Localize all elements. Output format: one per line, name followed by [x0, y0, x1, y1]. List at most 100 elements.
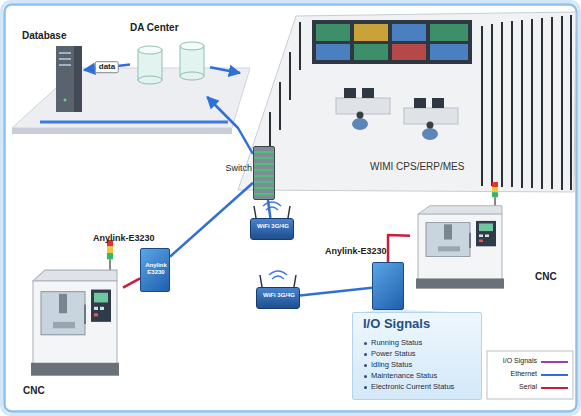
router-device: WiFi 3G/4G: [250, 218, 294, 240]
glass-wall: [270, 15, 571, 190]
router-device: WiFi 3G/4G: [256, 287, 300, 309]
illustration-part: [432, 98, 444, 108]
illustration-part: [561, 16, 563, 190]
node-text: Electronic Current Status: [371, 383, 479, 391]
legend-line: [541, 361, 568, 363]
node-label: Switch: [212, 163, 252, 173]
illustration-part: [354, 44, 388, 60]
illustration-part: [64, 99, 67, 102]
illustration-part: [392, 44, 426, 60]
connector-line: [300, 288, 372, 296]
monitor-screens: [316, 24, 468, 60]
illustration-part: [279, 82, 281, 130]
illustration-part: [180, 42, 204, 50]
bullet-dot: [364, 353, 367, 356]
bullet-dot: [364, 342, 367, 345]
illustration-part: [570, 15, 572, 190]
gateway-device: Anylink-E3230Anylink E3230: [140, 248, 170, 292]
illustration-part: [269, 271, 287, 275]
illustration-part: [260, 275, 262, 287]
illustration-part: [289, 52, 291, 100]
illustration-part: [357, 112, 364, 119]
legend-text: Serial: [489, 383, 537, 391]
database-node: Database: [20, 30, 84, 118]
legend-line: [541, 374, 568, 376]
bullet-dot: [364, 386, 367, 389]
node-label: Anylink-E3230: [325, 246, 415, 256]
node-text: Idling Status: [371, 361, 479, 369]
server-tower: [56, 46, 82, 112]
wifi-waves: [263, 202, 287, 279]
node-text: Running Status: [371, 339, 479, 347]
illustration-part: [59, 52, 71, 54]
illustration-part: [138, 76, 162, 84]
switch-device: Switch: [253, 146, 275, 200]
node-text: Power Status: [371, 350, 479, 358]
illustration-part: [551, 17, 553, 189]
bullet-dot: [364, 375, 367, 378]
connector-line: [210, 67, 240, 73]
illustration-part: [288, 206, 290, 218]
illustration-part: [299, 22, 301, 70]
node-label: I/O Signals: [363, 317, 478, 332]
illustration-part: [511, 21, 513, 187]
node-label: DA Center: [130, 22, 210, 33]
gateway-device: Anylink-E3230: [372, 262, 404, 310]
cnc-machine: [416, 182, 504, 289]
operator-desks: [336, 88, 458, 140]
node-text: Maintenance Status: [371, 372, 479, 380]
node-label: CNC: [23, 385, 63, 396]
illustration-part: [481, 26, 483, 186]
control-room: [238, 12, 576, 192]
cnc-node: CNC: [410, 185, 510, 290]
illustration-part: [12, 128, 232, 134]
illustration-part: [180, 72, 204, 80]
illustration-part: [491, 24, 493, 186]
connector-line: [170, 183, 253, 257]
illustration-part: [422, 128, 438, 140]
illustration-part: [266, 207, 278, 210]
node-label: WiFi 3G/4G: [252, 223, 294, 230]
illustration-part: [541, 18, 543, 189]
bullet-dot: [364, 364, 367, 367]
datacenter-platform: [12, 68, 250, 134]
illustration-part: [392, 24, 426, 41]
illustration-part: [531, 19, 533, 188]
node-label: Anylink-E3230: [93, 233, 183, 243]
node-label: WiFi 3G/4G: [258, 292, 300, 299]
legend-text: Ethernet: [489, 370, 537, 378]
data-center-node: DA Center: [130, 22, 210, 97]
illustration-part: [138, 46, 162, 54]
storage-cylinders: [138, 42, 204, 84]
cnc-node: CNC: [28, 250, 123, 378]
edge-label: data: [95, 61, 119, 73]
illustration-part: [336, 98, 390, 114]
node-label: Database: [22, 30, 84, 41]
connector-line: [123, 278, 140, 287]
illustration-part: [294, 275, 296, 287]
node-label: WIMI CPS/ERP/MES: [370, 161, 510, 172]
illustration-part: [354, 24, 388, 41]
illustration-part: [430, 24, 468, 41]
illustration-part: [430, 44, 468, 60]
illustration-part: [40, 121, 228, 124]
legend-box: [487, 351, 573, 399]
node-text: Anylink E3230: [142, 262, 170, 275]
node-label: CNC: [535, 271, 575, 282]
illustration-part: [352, 118, 368, 130]
illustration-part: [312, 20, 472, 64]
illustration-part: [404, 108, 458, 124]
illustration-part: [238, 12, 576, 192]
connector-line: [268, 200, 271, 218]
illustration-part: [272, 276, 284, 279]
illustration-part: [414, 98, 426, 108]
cnc-machine: [31, 240, 119, 376]
illustration-part: [254, 206, 256, 218]
illustration-part: [362, 88, 374, 98]
legend-text: I/O Signals: [489, 357, 537, 365]
